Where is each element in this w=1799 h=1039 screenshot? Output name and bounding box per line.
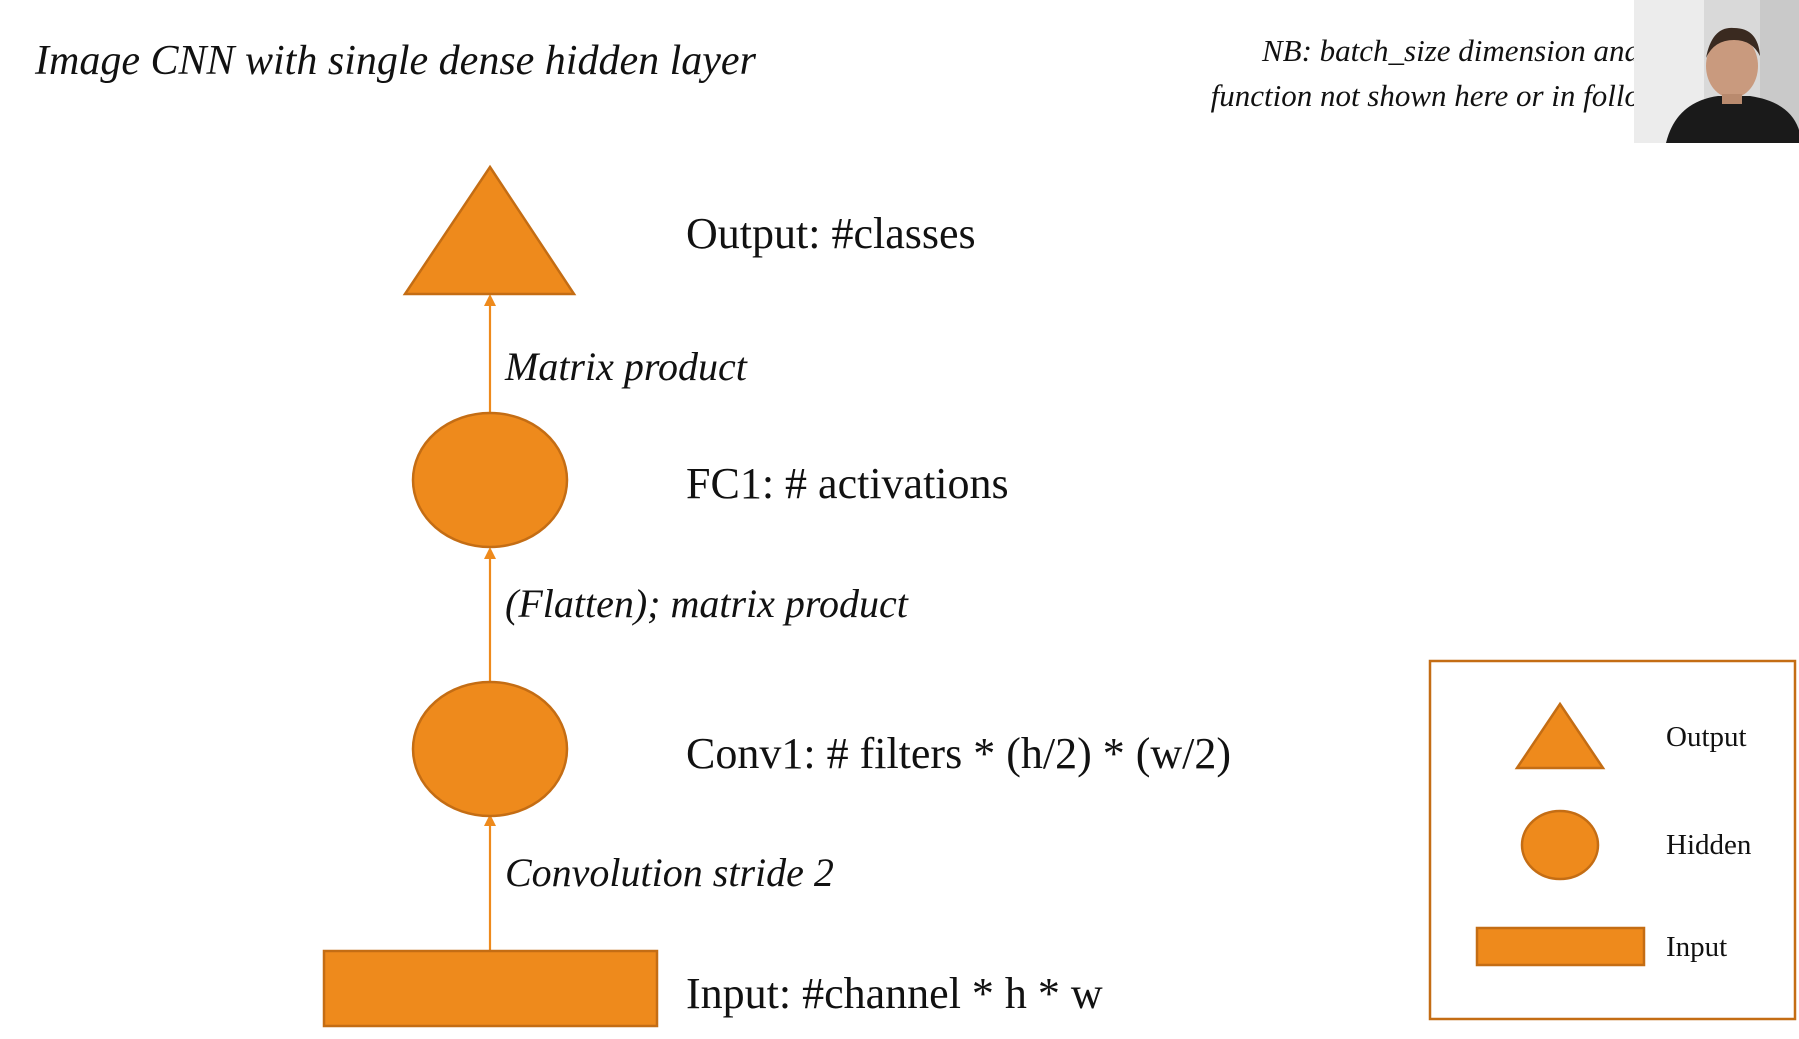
note-line-2: function not shown here or in follo — [1211, 78, 1640, 113]
arrowhead-icon — [484, 814, 496, 826]
edge-input-to-conv1 — [484, 814, 496, 950]
legend: Output Hidden Input — [1428, 659, 1797, 1021]
legend-output-label: Output — [1666, 721, 1747, 753]
presenter-webcam-icon — [1634, 0, 1799, 143]
conv1-node-circle — [411, 680, 569, 818]
legend-hidden-label: Hidden — [1666, 829, 1752, 861]
arrowhead-icon — [484, 547, 496, 559]
legend-output-triangle-icon — [1514, 701, 1606, 770]
edge-conv1-to-fc1 — [484, 547, 496, 681]
fc1-node-circle — [411, 411, 569, 549]
output-node-triangle — [402, 164, 577, 296]
edge-label-flatten-matrix-product: (Flatten); matrix product — [505, 581, 909, 626]
slide-title: Image CNN with single dense hidden layer — [34, 38, 757, 84]
note-line-1: NB: batch_size dimension and — [1261, 33, 1640, 68]
edge-label-matrix-product: Matrix product — [504, 344, 748, 389]
legend-input-label: Input — [1666, 931, 1727, 963]
legend-box — [1428, 659, 1797, 1021]
output-layer-label: Output: #classes — [686, 209, 976, 258]
fc1-layer-label: FC1: # activations — [686, 459, 1009, 508]
input-layer-label: Input: #channel * h * w — [686, 969, 1103, 1018]
legend-hidden-circle-icon — [1520, 809, 1600, 881]
legend-input-rect-icon — [1475, 926, 1646, 967]
conv1-layer-label: Conv1: # filters * (h/2) * (w/2) — [686, 729, 1231, 778]
input-node-rect — [322, 949, 659, 1028]
edge-label-convolution: Convolution stride 2 — [505, 850, 834, 895]
arrowhead-icon — [484, 294, 496, 306]
edge-fc1-to-output — [484, 294, 496, 412]
